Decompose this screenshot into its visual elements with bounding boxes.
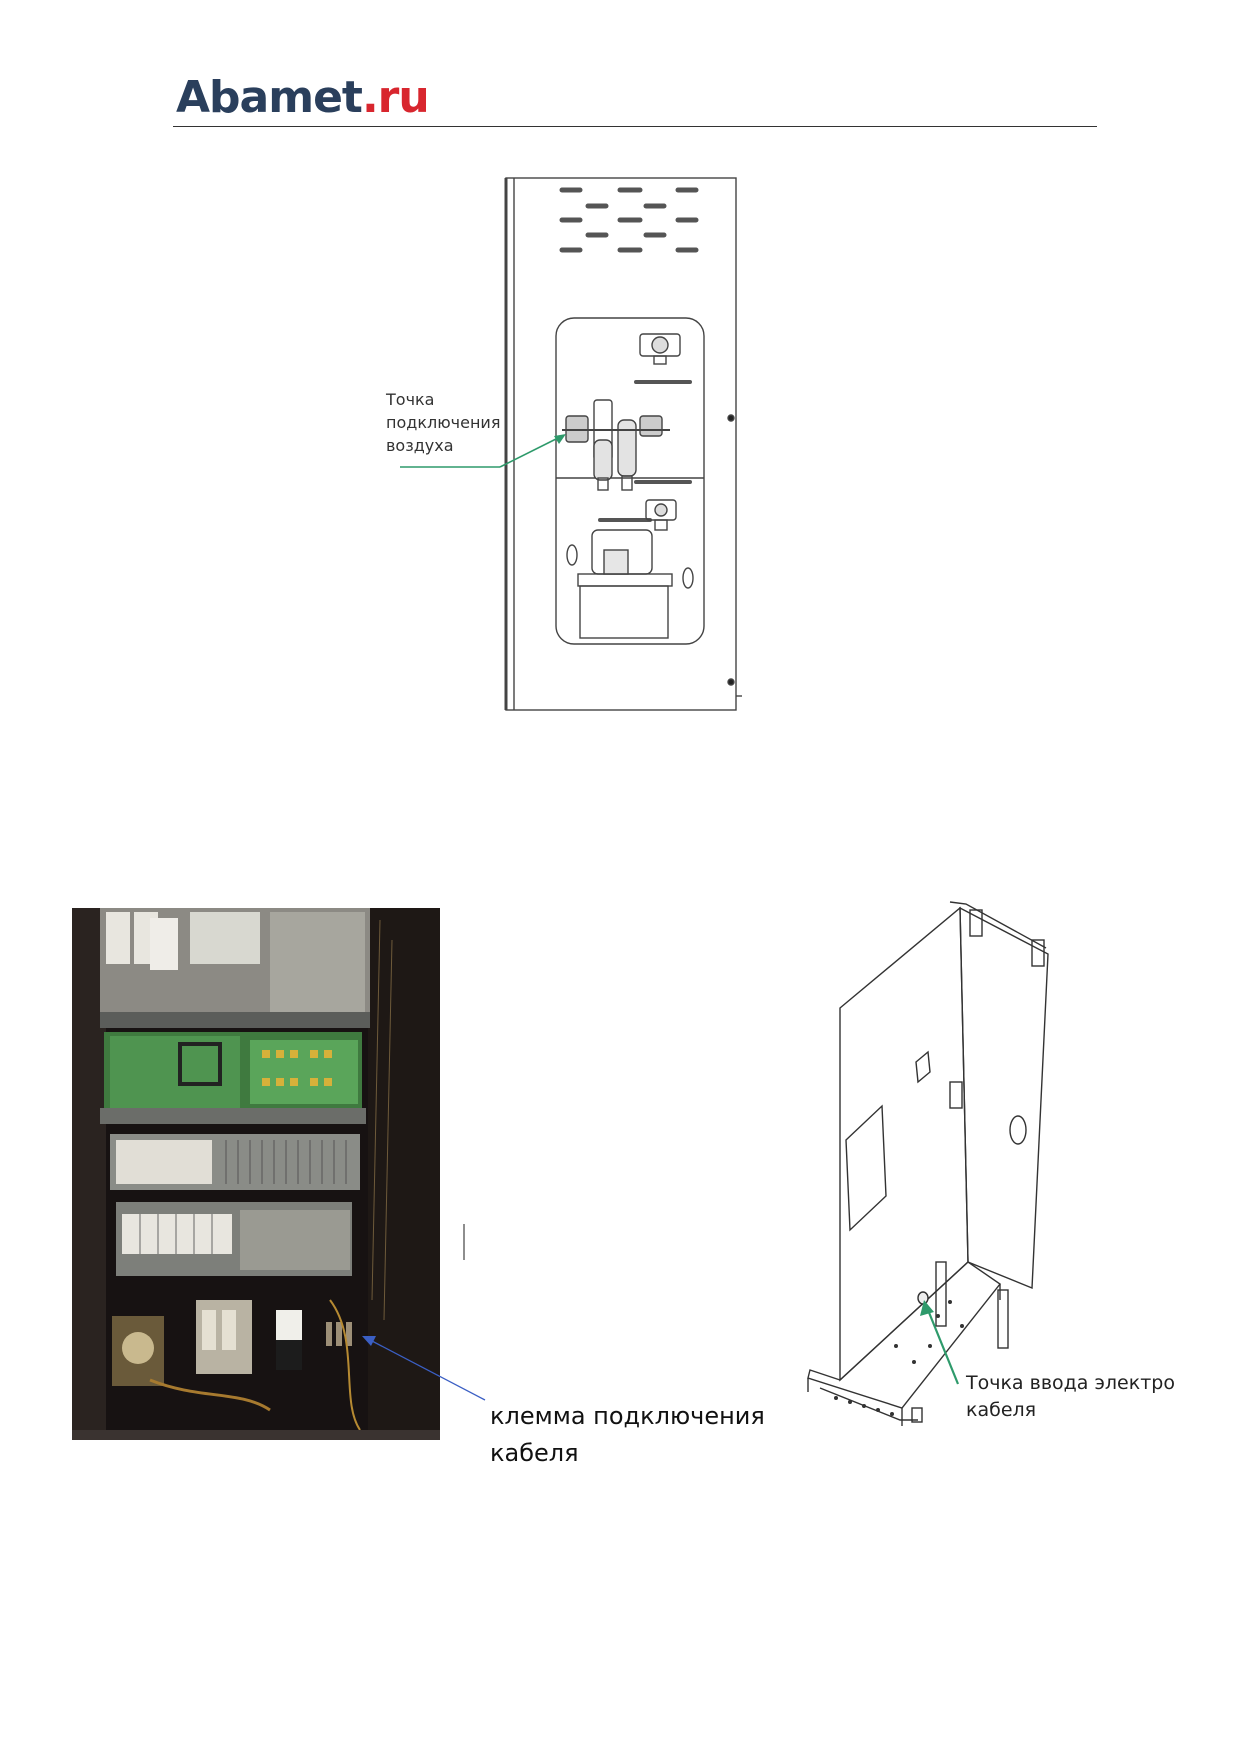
power-cable-entry-line-2: кабеля [966,1399,1037,1421]
logo-name: Abamet [176,72,363,123]
cable-terminal-arrow [362,1336,486,1401]
cable-terminal-line-1: клемма подключения [490,1402,765,1430]
cable-terminal-label: клемма подключения кабеля [490,1398,765,1472]
power-cable-entry-label: Точка ввода электро кабеля [966,1370,1175,1424]
air-connection-line-1: Точка [386,390,435,409]
power-cable-entry-line-1: Точка ввода электро [966,1372,1175,1394]
isometric-cabinet-drawing [807,901,1049,1426]
site-logo[interactable]: Abamet.ru [176,72,430,123]
cabinet-panel-drawing [504,177,742,711]
electrical-cabinet-photo [72,908,440,1440]
air-connection-line-3: воздуха [386,436,454,455]
air-connection-line-2: подключения [386,413,501,432]
air-filter-unit [562,399,670,491]
cable-terminal-line-2: кабеля [490,1439,579,1467]
vent-slots [559,187,699,253]
air-connection-label: Точка подключения воздуха [386,388,500,457]
lube-pump-unit [577,529,673,639]
logo-tld: .ru [361,72,430,123]
power-cable-entry-arrow [920,1300,960,1385]
air-connection-arrow [400,434,566,468]
header-divider [173,126,1097,127]
